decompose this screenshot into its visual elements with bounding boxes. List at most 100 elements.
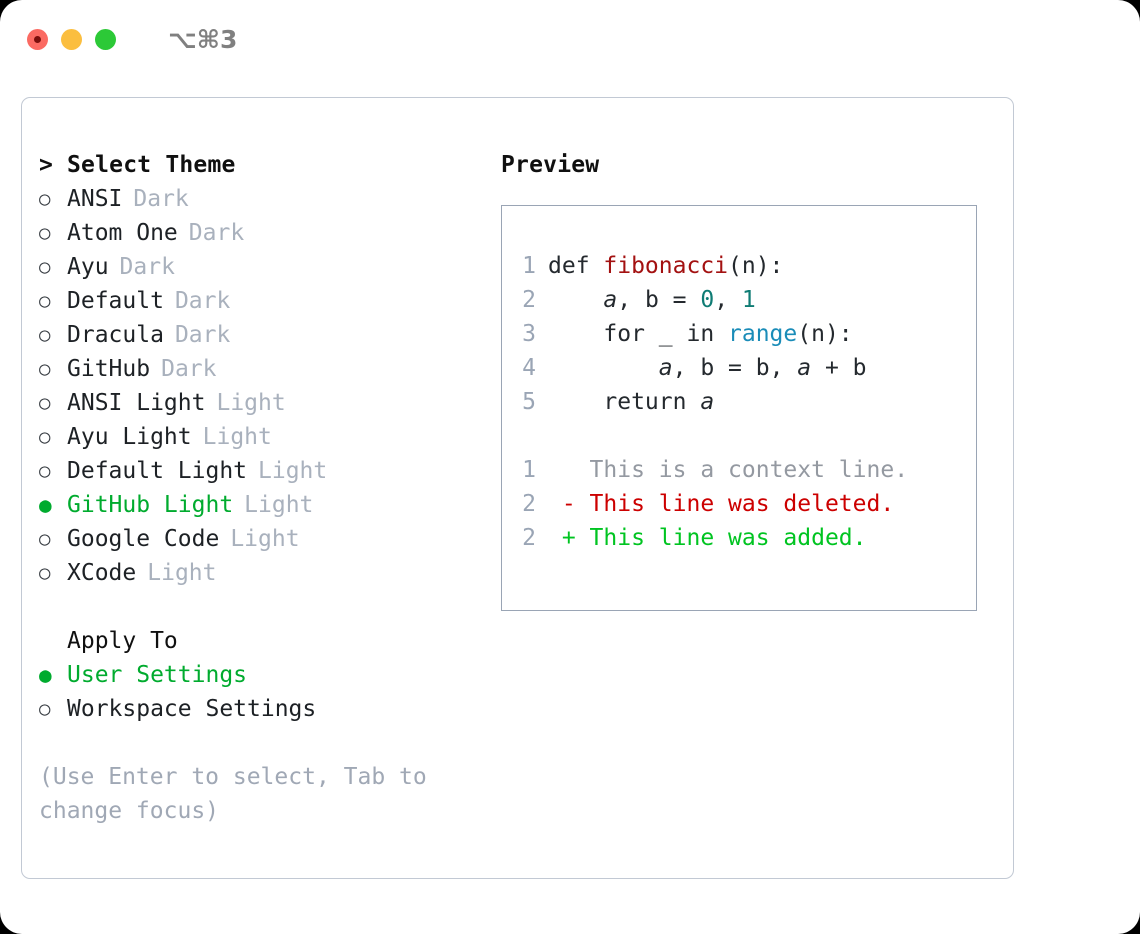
radio-empty-icon[interactable]: ○ bbox=[39, 562, 51, 584]
diff-line-number: 2 bbox=[522, 491, 536, 517]
theme-option-row[interactable]: ○ Ayu Light Light bbox=[39, 420, 499, 454]
code-diff-spacer bbox=[502, 419, 976, 453]
theme-option-tag: Dark bbox=[161, 356, 217, 382]
code-line-number: 4 bbox=[522, 355, 536, 381]
theme-option-tag: Light bbox=[147, 560, 217, 586]
preview-title: Preview bbox=[501, 152, 600, 178]
radio-empty-icon[interactable]: ○ bbox=[39, 222, 51, 244]
radio-empty-icon[interactable]: ○ bbox=[39, 698, 51, 720]
select-theme-heading-label: Select Theme bbox=[67, 152, 236, 178]
theme-option-tag: Dark bbox=[133, 186, 189, 212]
theme-option-tag: Dark bbox=[174, 322, 231, 348]
code-line-number: 3 bbox=[522, 321, 536, 347]
code-token: , b = b, bbox=[672, 355, 798, 381]
apply-to-heading: Apply To bbox=[39, 624, 499, 658]
code-token: , bbox=[714, 287, 742, 313]
apply-to-option-label: Workspace Settings bbox=[67, 696, 317, 722]
radio-empty-icon[interactable]: ○ bbox=[39, 426, 51, 448]
radio-empty-icon[interactable]: ○ bbox=[39, 324, 51, 346]
theme-option-label: Ayu bbox=[67, 254, 109, 280]
title-bar: ⌥⌘3 bbox=[0, 0, 1140, 78]
code-line: 4 a, b = b, a + b bbox=[502, 351, 976, 385]
code-line: 5 return a bbox=[502, 385, 976, 419]
radio-selected-icon[interactable]: ● bbox=[39, 663, 52, 687]
theme-option-label: Default bbox=[67, 288, 164, 314]
code-line-text: def fibonacci(n): bbox=[548, 249, 783, 283]
diff-line-number: 2 bbox=[522, 525, 536, 551]
code-token bbox=[548, 287, 603, 313]
theme-option-row[interactable]: ○ XCode Light bbox=[39, 556, 499, 590]
minimize-button[interactable] bbox=[61, 28, 82, 50]
code-line: 2 a, b = 0, 1 bbox=[502, 283, 976, 317]
code-token: (n): bbox=[797, 321, 853, 347]
radio-empty-icon[interactable]: ○ bbox=[39, 256, 51, 278]
list-spacer bbox=[39, 726, 499, 760]
theme-option-label: XCode bbox=[67, 560, 137, 586]
radio-empty-icon[interactable]: ○ bbox=[39, 392, 51, 414]
keyboard-shortcut-label: ⌥⌘3 bbox=[168, 24, 238, 54]
code-line-text: a, b = 0, 1 bbox=[548, 283, 755, 317]
theme-option-tag: Light bbox=[216, 390, 286, 416]
theme-option-row[interactable]: ○ ANSI Dark bbox=[39, 182, 499, 216]
caret-icon: > bbox=[39, 152, 54, 178]
radio-empty-icon[interactable]: ○ bbox=[39, 460, 51, 482]
radio-empty-icon[interactable]: ○ bbox=[39, 358, 51, 380]
diff-line-number: 1 bbox=[522, 457, 536, 483]
diff-line-text: This line was deleted. bbox=[575, 491, 895, 517]
theme-option-tag: Dark bbox=[174, 288, 231, 314]
theme-option-row[interactable]: ○ Default Dark bbox=[39, 284, 499, 318]
code-token: def bbox=[548, 253, 604, 279]
code-token: b bbox=[644, 287, 659, 313]
diff-marker: - bbox=[548, 491, 576, 517]
apply-to-option-row[interactable]: ○ Workspace Settings bbox=[39, 692, 499, 726]
keyboard-hint-text: (Use Enter to select, Tab to change focu… bbox=[39, 764, 427, 824]
code-line-number: 1 bbox=[522, 253, 536, 279]
code-token: a bbox=[658, 355, 673, 381]
close-button[interactable] bbox=[27, 28, 48, 50]
radio-empty-icon[interactable]: ○ bbox=[39, 188, 51, 210]
theme-option-label: Ayu Light bbox=[67, 424, 192, 450]
code-token: , bbox=[617, 287, 645, 313]
diff-line-text: This line was added. bbox=[575, 525, 867, 551]
diff-line-text: This is a context line. bbox=[575, 457, 909, 483]
code-token: for _ in bbox=[548, 321, 729, 347]
traffic-light-group bbox=[27, 28, 116, 50]
theme-option-label: Default Light bbox=[67, 458, 248, 484]
code-line-text: a, b = b, a + b bbox=[548, 351, 867, 385]
select-theme-heading: > Select Theme bbox=[39, 148, 499, 182]
code-line: 1 def fibonacci(n): bbox=[502, 249, 976, 283]
radio-empty-icon[interactable]: ○ bbox=[39, 528, 51, 550]
radio-empty-icon[interactable]: ○ bbox=[39, 290, 51, 312]
maximize-button[interactable] bbox=[95, 28, 116, 50]
diff-line: 2 - This line was deleted. bbox=[502, 487, 976, 521]
diff-marker: + bbox=[548, 525, 576, 551]
code-line-text: return a bbox=[548, 385, 714, 419]
theme-option-tag: Dark bbox=[188, 220, 245, 246]
code-token: a bbox=[700, 389, 715, 415]
theme-option-row[interactable]: ○ GitHub Dark bbox=[39, 352, 499, 386]
apply-to-heading-label: Apply To bbox=[67, 628, 178, 654]
theme-option-label: ANSI bbox=[67, 186, 123, 212]
code-token: return bbox=[548, 389, 701, 415]
apply-to-option-row[interactable]: ●User Settings bbox=[39, 658, 499, 692]
code-token: range bbox=[728, 321, 798, 347]
theme-option-tag: Light bbox=[202, 424, 272, 450]
theme-option-label: GitHub bbox=[67, 356, 151, 382]
code-line-text: for _ in range(n): bbox=[548, 317, 853, 351]
code-token: + b bbox=[811, 355, 867, 381]
radio-selected-icon[interactable]: ● bbox=[39, 493, 52, 517]
code-token: fibonacci bbox=[603, 253, 729, 279]
code-token: (n): bbox=[728, 253, 784, 279]
